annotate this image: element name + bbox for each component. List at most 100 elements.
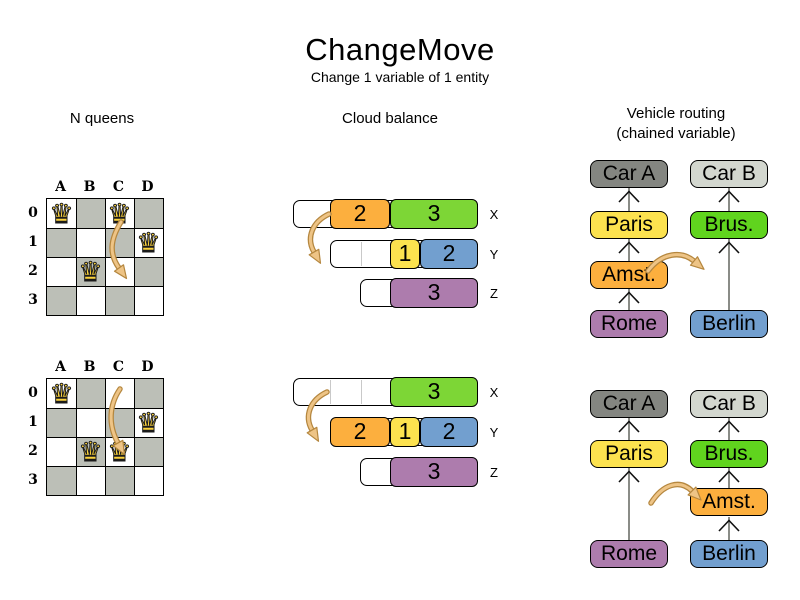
board-cell xyxy=(47,466,76,495)
process-block: 1 xyxy=(390,239,420,269)
vr-node-cara: Car A xyxy=(590,390,668,418)
board-cell xyxy=(47,199,76,228)
process-block: 1 xyxy=(390,417,420,447)
board-cell xyxy=(76,199,105,228)
board-cell xyxy=(134,408,163,437)
board-row-label: 2 xyxy=(28,263,38,279)
process-block: 3 xyxy=(390,278,478,308)
board-cell xyxy=(105,286,134,315)
board-row-label: 1 xyxy=(28,234,38,250)
board-cell xyxy=(134,199,163,228)
process-block: 2 xyxy=(330,199,390,229)
cloud-move-arrow-before-head-icon xyxy=(308,248,322,264)
vr-move-arrow-before-head-icon xyxy=(689,256,705,270)
process-block: 3 xyxy=(390,457,478,487)
board-cell xyxy=(134,379,163,408)
page-title: ChangeMove xyxy=(305,32,495,67)
computer-label: X xyxy=(489,385,499,400)
computer-label: X xyxy=(489,207,499,222)
vr-node-paris: Paris xyxy=(590,211,668,239)
vr-node-cara: Car A xyxy=(590,160,668,188)
vr-node-brus: Brus. xyxy=(690,440,768,468)
board-row-label: 3 xyxy=(28,292,38,308)
board-column-label: B xyxy=(83,179,96,195)
computer-label: Y xyxy=(489,247,499,262)
queen-icon: ♛ xyxy=(107,199,132,230)
chain-link-arrowhead-icon xyxy=(718,241,740,254)
queen-icon: ♛ xyxy=(78,257,103,288)
board-row-label: 2 xyxy=(28,443,38,459)
vr-node-berlin: Berlin xyxy=(690,540,768,568)
section-title-cloud: Cloud balance xyxy=(342,110,438,127)
board-row-label: 3 xyxy=(28,472,38,488)
chain-link-arrowhead-icon xyxy=(618,291,640,304)
board-cell xyxy=(76,379,105,408)
board-cell xyxy=(105,466,134,495)
board-cell xyxy=(47,228,76,257)
queen-icon: ♛ xyxy=(136,408,161,439)
section-title-nqueens: N queens xyxy=(69,110,135,127)
board-cell xyxy=(105,257,134,286)
computer-label: Z xyxy=(490,465,498,480)
board-column-label: D xyxy=(141,359,154,375)
chain-link-arrowhead-icon xyxy=(718,190,740,203)
board-cell xyxy=(134,437,163,466)
board-column-label: C xyxy=(112,359,125,375)
chain-link-arrowhead-icon xyxy=(618,420,640,433)
board-cell xyxy=(76,286,105,315)
process-block: 2 xyxy=(420,417,478,447)
vr-node-paris: Paris xyxy=(590,440,668,468)
vr-move-arrow-after-curve xyxy=(649,483,694,505)
queen-icon: ♛ xyxy=(49,379,74,410)
board-row-label: 1 xyxy=(28,414,38,430)
queen-icon: ♛ xyxy=(78,437,103,468)
vehicle-routing-title-line2: (chained variable) xyxy=(616,125,736,142)
chain-link-arrowhead-icon xyxy=(718,519,740,532)
vr-node-carb: Car B xyxy=(690,390,768,418)
board-cell xyxy=(47,437,76,466)
chain-link-arrowhead-icon xyxy=(618,241,640,254)
board-row-label: 0 xyxy=(28,385,38,401)
vr-move-arrow-after-casing xyxy=(648,481,695,506)
vr-node-amst: Amst. xyxy=(590,261,668,289)
process-block: 2 xyxy=(330,417,390,447)
chain-link-arrowhead-icon xyxy=(718,470,740,483)
board-cell xyxy=(76,437,105,466)
vr-node-carb: Car B xyxy=(690,160,768,188)
board-cell xyxy=(47,257,76,286)
queen-icon: ♛ xyxy=(49,199,74,230)
chain-link-arrowhead-icon xyxy=(718,420,740,433)
board-column-label: A xyxy=(55,359,66,375)
queen-icon: ♛ xyxy=(136,228,161,259)
capacity-separator xyxy=(361,242,362,266)
board-column-label: B xyxy=(83,359,96,375)
computer-label: Y xyxy=(489,425,499,440)
process-block: 3 xyxy=(390,377,478,407)
board-cell xyxy=(134,228,163,257)
board-cell xyxy=(134,286,163,315)
capacity-separator xyxy=(361,380,362,404)
board-cell xyxy=(47,286,76,315)
board-column-label: C xyxy=(112,179,125,195)
vr-node-amst: Amst. xyxy=(690,488,768,516)
board-cell xyxy=(76,228,105,257)
computer-label: Z xyxy=(490,286,498,301)
page-subtitle: Change 1 variable of 1 entity xyxy=(310,69,490,85)
vr-node-berlin: Berlin xyxy=(690,310,768,338)
board-cell xyxy=(76,408,105,437)
board-cell xyxy=(105,408,134,437)
board-row-label: 0 xyxy=(28,205,38,221)
board-column-label: A xyxy=(55,179,66,195)
board-cell xyxy=(76,257,105,286)
vr-node-rome: Rome xyxy=(590,310,668,338)
board-cell xyxy=(134,466,163,495)
vr-node-rome: Rome xyxy=(590,540,668,568)
board-cell xyxy=(47,379,76,408)
vehicle-routing-title-line1: Vehicle routing xyxy=(626,105,726,122)
board-cell xyxy=(47,408,76,437)
chess-board-after: ♛♛♛♛ xyxy=(46,378,164,496)
section-title-vehicle-routing: Vehicle routing (chained variable) xyxy=(576,104,776,144)
board-cell xyxy=(105,379,134,408)
board-cell xyxy=(76,466,105,495)
